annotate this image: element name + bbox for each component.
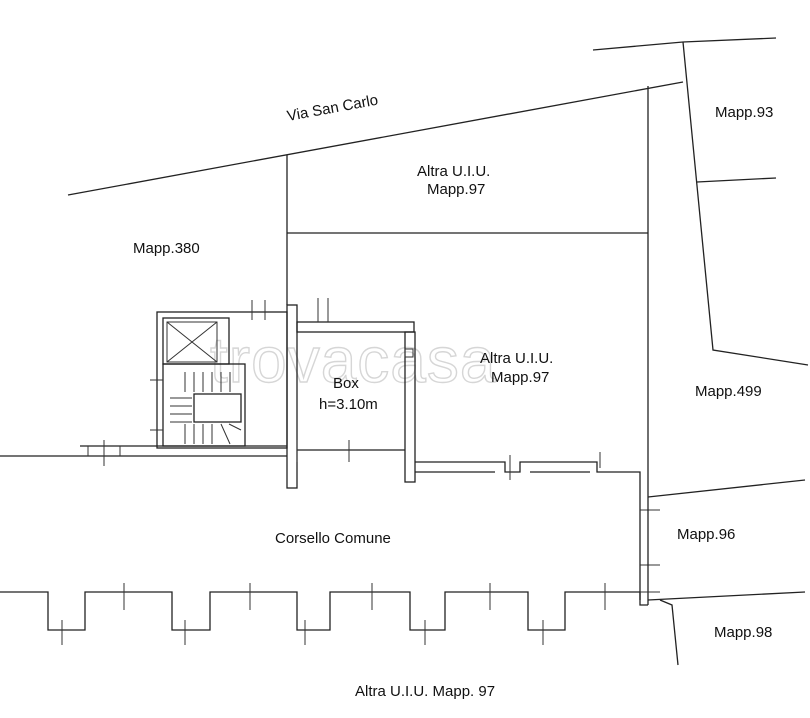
mapp380-label: Mapp.380 bbox=[133, 240, 200, 257]
box-label-2: h=3.10m bbox=[319, 396, 378, 413]
altra-uiu-mid-label-2: Mapp.97 bbox=[491, 369, 549, 386]
street-label: Via San Carlo bbox=[286, 92, 380, 125]
altra-uiu-top-label-2: Mapp.97 bbox=[427, 181, 485, 198]
box-walls bbox=[286, 298, 416, 489]
mapp93-label: Mapp.93 bbox=[715, 104, 773, 121]
mapp499-label: Mapp.499 bbox=[695, 383, 762, 400]
box-label-1: Box bbox=[333, 375, 359, 392]
altra-uiu-mid-label-1: Altra U.I.U. bbox=[480, 350, 553, 367]
corsello-label: Corsello Comune bbox=[275, 530, 391, 547]
mapp98-label: Mapp.98 bbox=[714, 624, 772, 641]
altra-uiu-top-label-1: Altra U.I.U. bbox=[417, 163, 490, 180]
altra-uiu-bottom-label: Altra U.I.U. Mapp. 97 bbox=[355, 683, 495, 700]
mapp96-label: Mapp.96 bbox=[677, 526, 735, 543]
corsello-south-wall bbox=[0, 583, 660, 645]
watermark: trovacasa bbox=[210, 324, 496, 396]
corsello-north-wall bbox=[0, 440, 660, 605]
parcel-lines bbox=[67, 37, 809, 666]
